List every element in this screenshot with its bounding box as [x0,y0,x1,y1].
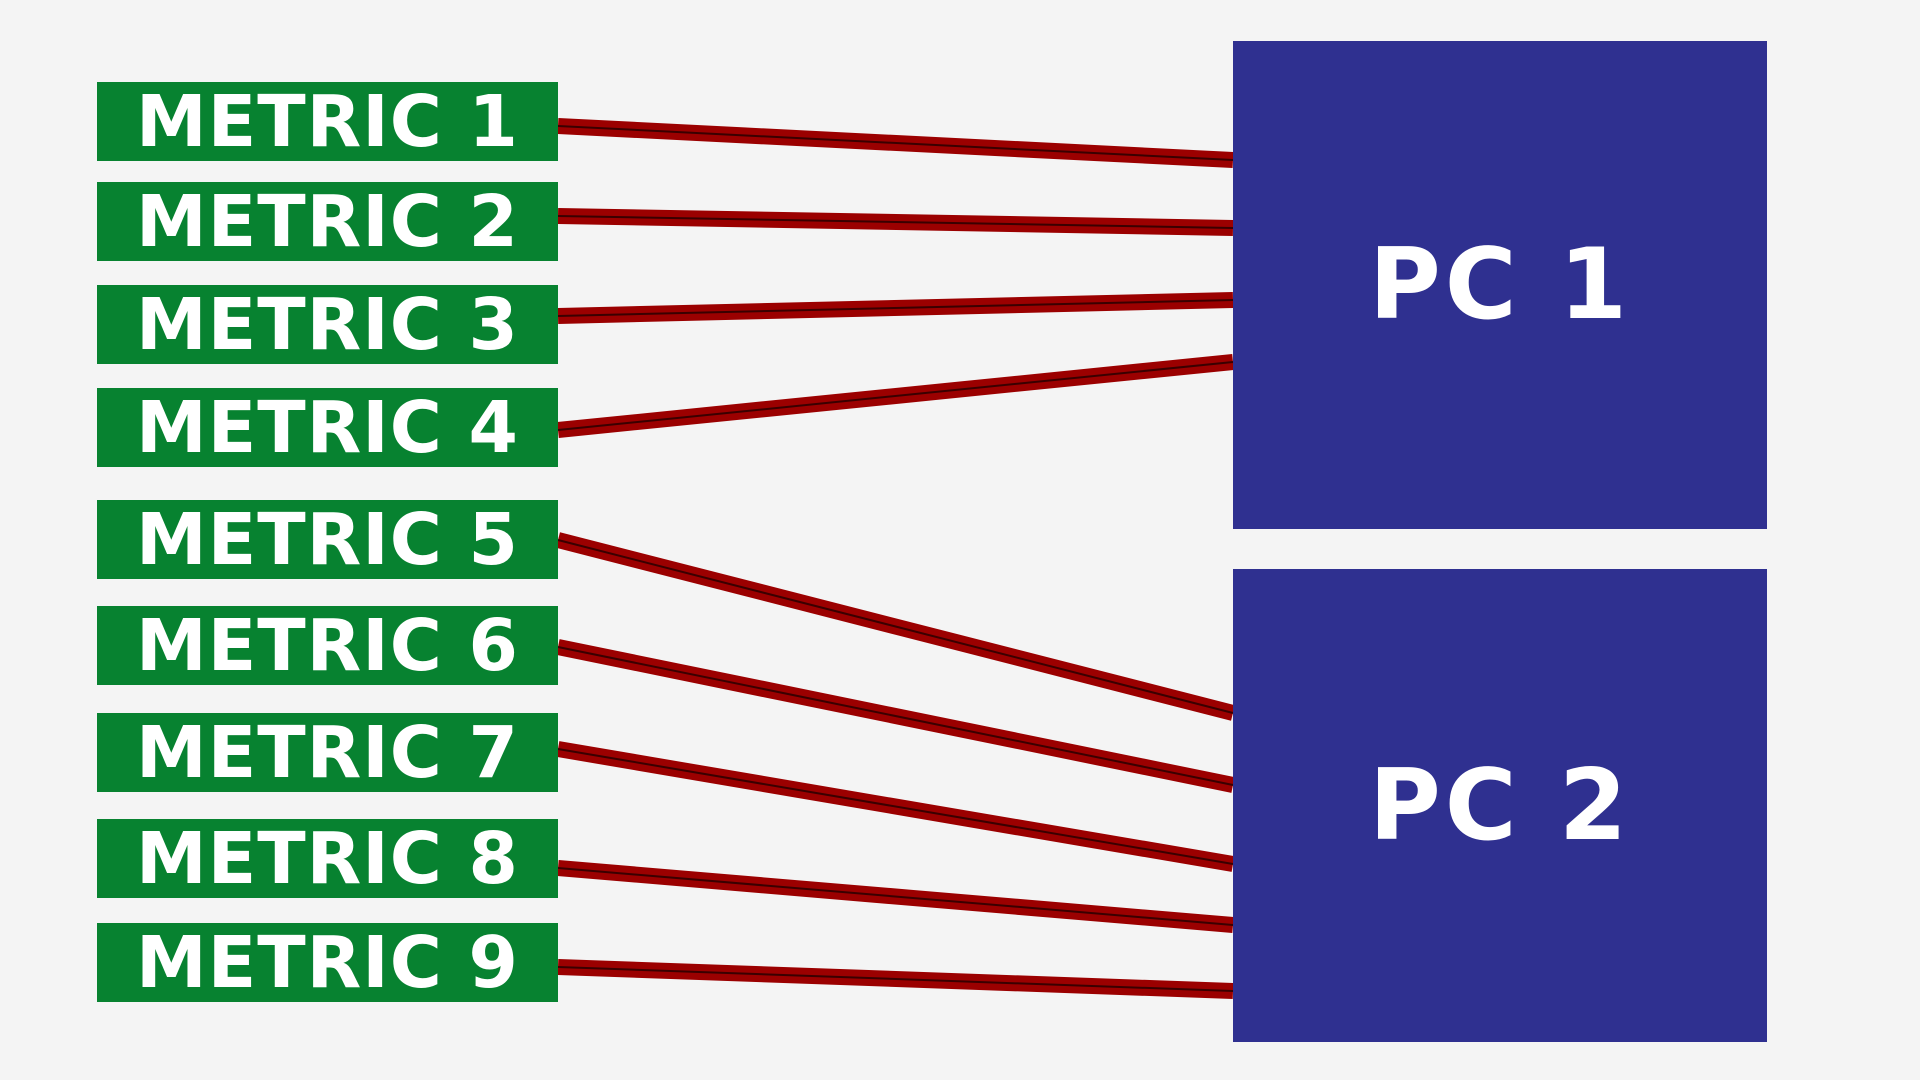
connector-metric-3-to-pc-1 [557,292,1234,324]
metric-label: METRIC 5 [136,498,519,581]
component-box-pc-2: PC 2 [1233,569,1767,1042]
metric-box-1: METRIC 1 [97,82,558,161]
metric-box-7: METRIC 7 [97,713,558,792]
connector-metric-4-to-pc-1 [557,354,1234,438]
metric-box-9: METRIC 9 [97,923,558,1002]
metric-box-8: METRIC 8 [97,819,558,898]
metric-box-3: METRIC 3 [97,285,558,364]
connector-metric-7-to-pc-2 [556,741,1235,872]
metric-label: METRIC 8 [136,817,519,900]
metric-label: METRIC 2 [136,180,519,263]
connector-metric-5-to-pc-2 [556,532,1235,721]
metric-label: METRIC 7 [136,711,519,794]
connector-metric-9-to-pc-2 [557,959,1234,999]
metric-label: METRIC 9 [136,921,519,1004]
metric-label: METRIC 4 [136,386,519,469]
connector-metric-2-to-pc-1 [557,208,1234,236]
metric-label: METRIC 6 [136,604,519,687]
metric-label: METRIC 3 [136,283,519,366]
metric-box-2: METRIC 2 [97,182,558,261]
metric-box-5: METRIC 5 [97,500,558,579]
connector-metric-6-to-pc-2 [556,639,1235,793]
connector-metric-1-to-pc-1 [557,118,1234,168]
metric-box-6: METRIC 6 [97,606,558,685]
connector-metric-8-to-pc-2 [557,860,1234,933]
component-box-pc-1: PC 1 [1233,41,1767,529]
component-label: PC 2 [1368,748,1632,863]
metric-box-4: METRIC 4 [97,388,558,467]
metric-label: METRIC 1 [136,80,519,163]
component-label: PC 1 [1368,228,1632,342]
